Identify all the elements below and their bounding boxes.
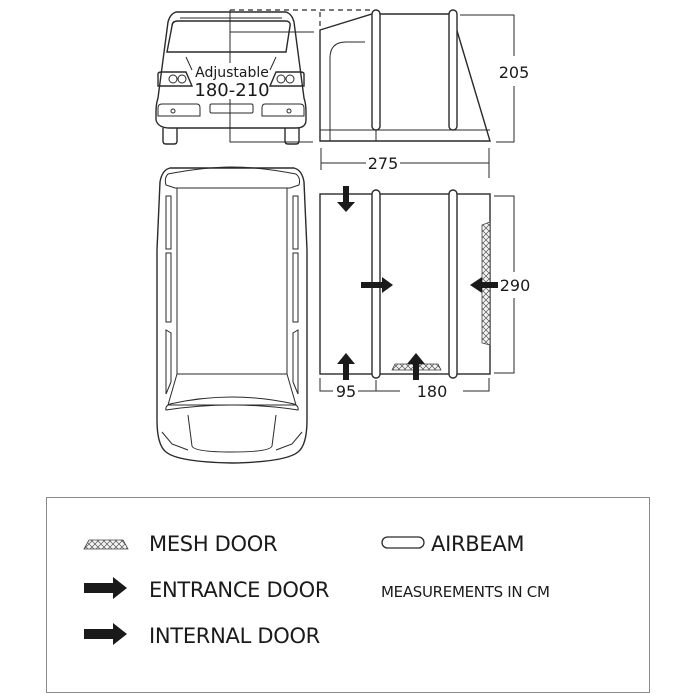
airbeam-top-2 xyxy=(448,189,458,379)
internal-door-arrow xyxy=(361,277,393,293)
section-dimension-line xyxy=(319,378,490,392)
entrance-door-arrow-side xyxy=(470,277,498,293)
section-left-label: 95 xyxy=(336,382,356,401)
width-dimension-line xyxy=(494,195,515,374)
windscreen xyxy=(166,20,291,53)
awning-side-outline xyxy=(319,13,491,142)
headlight-left xyxy=(157,71,194,87)
legend-label-internal-door: INTERNAL DOOR xyxy=(149,624,320,648)
adjustable-height-line xyxy=(229,10,314,143)
vehicle-top-view xyxy=(156,166,308,464)
height-dimension-label: 205 xyxy=(499,63,530,82)
legend-item-entrance-door: ENTRANCE DOOR xyxy=(83,577,329,603)
headlight-right xyxy=(268,71,305,87)
entrance-door-arrow-icon xyxy=(83,577,129,603)
depth-dimension-line xyxy=(320,148,490,178)
airbeam-side-1 xyxy=(371,9,381,131)
width-dimension-label: 290 xyxy=(500,276,531,295)
number-plate xyxy=(209,103,254,114)
measurements-note: MEASUREMENTS IN CM xyxy=(381,583,550,601)
legend-item-internal-door: INTERNAL DOOR xyxy=(83,623,320,649)
legend-item-mesh-door: MESH DOOR xyxy=(83,532,278,556)
legend-box: MESH DOOR ENTRANCE DOOR INTERNAL DOOR AI… xyxy=(46,497,650,693)
awning-top-view: 290 95 180 xyxy=(319,186,531,401)
legend-label-airbeam: AIRBEAM xyxy=(431,532,525,556)
windscreen-top xyxy=(165,396,299,411)
entrance-door-arrow-bottom-left xyxy=(337,353,355,380)
airbeam-side-2 xyxy=(448,9,458,131)
legend-measurements-note: MEASUREMENTS IN CM xyxy=(381,583,550,601)
adjustable-range: 180-210 xyxy=(194,80,269,101)
section-right-label: 180 xyxy=(417,382,448,401)
mesh-door-icon xyxy=(83,535,129,554)
internal-door-arrow-icon xyxy=(83,623,129,649)
wheel-left xyxy=(162,128,178,145)
legend-label-entrance-door: ENTRANCE DOOR xyxy=(149,578,330,602)
legend-label-mesh-door: MESH DOOR xyxy=(149,532,278,556)
side-door-outline xyxy=(329,41,365,141)
awning-floor-outline xyxy=(319,193,491,375)
entrance-door-arrow-top xyxy=(337,186,355,212)
legend-item-airbeam: AIRBEAM xyxy=(381,532,525,556)
adjustable-label: Adjustable xyxy=(195,65,269,81)
airbeam-icon xyxy=(381,534,425,554)
vehicle-front-view: Adjustable 180-210 xyxy=(155,10,314,145)
depth-dimension-label: 275 xyxy=(368,154,399,173)
roof-connector-dashed xyxy=(230,9,371,30)
awning-side-view: 205 275 xyxy=(319,9,530,178)
vehicle-roof-outline xyxy=(156,167,308,464)
vehicle-body-outline xyxy=(155,11,307,129)
entrance-door-arrow-bottom-right xyxy=(407,353,425,380)
height-dimension-line xyxy=(460,14,515,143)
